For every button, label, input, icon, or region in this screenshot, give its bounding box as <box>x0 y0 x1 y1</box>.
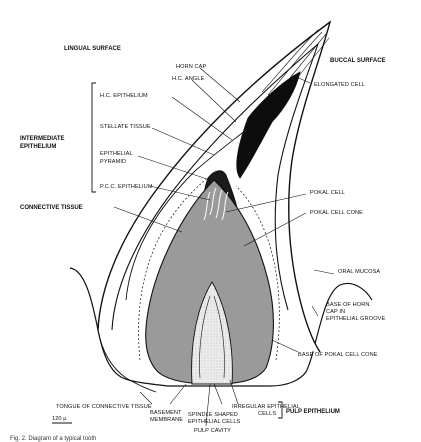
label-horn-cap: HORN CAP <box>176 64 206 70</box>
label-base-horn-cap-1: BASE OF HORN <box>326 302 369 308</box>
spindle-cells <box>199 295 225 379</box>
hc-epithelium-black <box>236 71 301 179</box>
label-epithelial-pyramid-1: EPITHELIAL <box>100 151 133 157</box>
label-hc-epithelium: H.C. EPITHELIUM <box>100 93 148 99</box>
label-irregular-2: CELLS <box>258 411 276 417</box>
horn-cap-inner <box>111 42 320 331</box>
label-lingual-surface: LINGUAL SURFACE <box>64 46 121 52</box>
label-oral-mucosa: ORAL MUCOSA <box>338 269 380 275</box>
label-base-pokal-cone: BASE OF POKAL CELL CONE <box>298 352 378 358</box>
label-spindle-1: SPINDLE SHAPED <box>188 412 238 418</box>
tongue-of-connective-tissue <box>97 329 157 393</box>
label-base-horn-cap-3: EPITHELIAL GROOVE <box>326 316 385 322</box>
label-basement-1: BASEMENT <box>150 410 182 416</box>
label-elongated-cell: ELONGATED CELL <box>314 82 365 88</box>
pokal-cells <box>203 187 229 221</box>
intermediate-bracket <box>91 82 96 193</box>
label-basement-2: MEMBRANE <box>150 417 183 423</box>
label-connective-tissue: CONNECTIVE TISSUE <box>20 205 83 211</box>
label-irregular-1: IRREGULAR EPITHELIAL <box>232 404 300 410</box>
label-hc-angle: H.C. ANGLE <box>172 76 205 82</box>
label-pulp-epithelium: PULP EPITHELIUM <box>286 409 340 415</box>
connective-tissue-layer <box>138 175 211 361</box>
label-epithelial-pyramid-2: PYRAMID <box>100 159 126 165</box>
pulp-epithelium-bracket <box>278 401 283 419</box>
figure-caption: Fig. 2. Diagram of a typical tooth <box>10 436 96 442</box>
label-scale: 120 μ <box>52 416 67 422</box>
label-intermediate-2: EPITHELIUM <box>20 144 56 150</box>
label-pcc-epithelium: P.C.C. EPITHELIUM <box>100 184 153 190</box>
connective-tissue-layer-buccal <box>235 185 280 361</box>
label-pokal-cell-cone: POKAL CELL CONE <box>310 210 363 216</box>
label-pokal-cell: POKAL CELL <box>310 190 345 196</box>
label-buccal-surface: BUCCAL SURFACE <box>330 58 386 64</box>
label-base-horn-cap-2: CAP IN <box>326 309 345 315</box>
label-intermediate-1: INTERMEDIATE <box>20 136 65 142</box>
label-spindle-2: EPITHELIAL CELLS <box>188 419 241 425</box>
stellate-tissue-boundary <box>125 129 247 301</box>
label-stellate-tissue: STELLATE TISSUE <box>100 124 151 130</box>
label-tongue-ct: TONGUE OF CONNECTIVE TISSUE <box>56 404 152 410</box>
label-pulp-cavity: PULP CAVITY <box>194 428 231 434</box>
leader-lines <box>113 67 335 427</box>
elongated-cells <box>261 29 330 105</box>
pulp-dots <box>191 282 233 384</box>
